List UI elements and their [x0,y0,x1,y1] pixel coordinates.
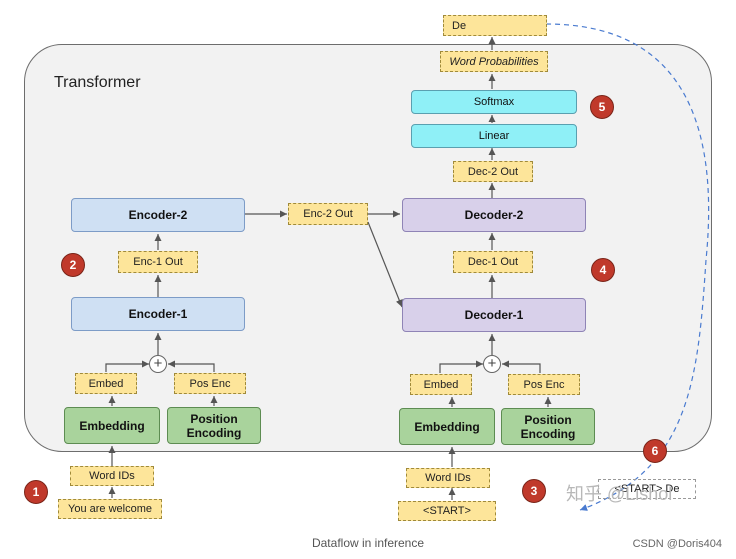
encoder-1-block: Encoder-1 [71,297,245,331]
credit-text: CSDN @Doris404 [632,538,722,550]
pos-enc-note: Pos Enc [174,373,246,394]
diagram-title: Transformer [54,74,141,91]
step-badge-2: 2 [61,253,85,277]
output-word-note: De [443,15,547,36]
encoder-2-block: Encoder-2 [71,198,245,232]
embedding-block: Embedding [64,407,160,444]
add-icon: + [149,355,167,373]
decoder-1-block: Decoder-1 [402,298,586,332]
enc-2-out-note: Enc-2 Out [288,203,368,225]
embed-note: Embed [410,374,472,395]
embed-note: Embed [75,373,137,394]
next-input-note: <START> De [598,479,696,499]
step-badge-6: 6 [643,439,667,463]
step-badge-3: 3 [522,479,546,503]
step-badge-4: 4 [591,258,615,282]
figure-caption: Dataflow in inference [311,536,425,550]
start-token-note: <START> [398,501,496,521]
word-ids-note: Word IDs [406,468,490,488]
word-ids-note: Word IDs [70,466,154,486]
position-encoding-block: Position Encoding [501,408,595,445]
input-sentence-note: You are welcome [58,499,162,519]
softmax-block: Softmax [411,90,577,114]
pos-enc-note: Pos Enc [508,374,580,395]
position-encoding-block: Position Encoding [167,407,261,444]
word-probabilities-note: Word Probabilities [440,51,548,72]
decoder-2-block: Decoder-2 [402,198,586,232]
dec-2-out-note: Dec-2 Out [453,161,533,182]
step-badge-5: 5 [590,95,614,119]
linear-block: Linear [411,124,577,148]
watermark: 知乎 @Lishol [566,484,673,504]
enc-1-out-note: Enc-1 Out [118,251,198,273]
step-badge-1: 1 [24,480,48,504]
dec-1-out-note: Dec-1 Out [453,251,533,273]
embedding-block: Embedding [399,408,495,445]
add-icon: + [483,355,501,373]
